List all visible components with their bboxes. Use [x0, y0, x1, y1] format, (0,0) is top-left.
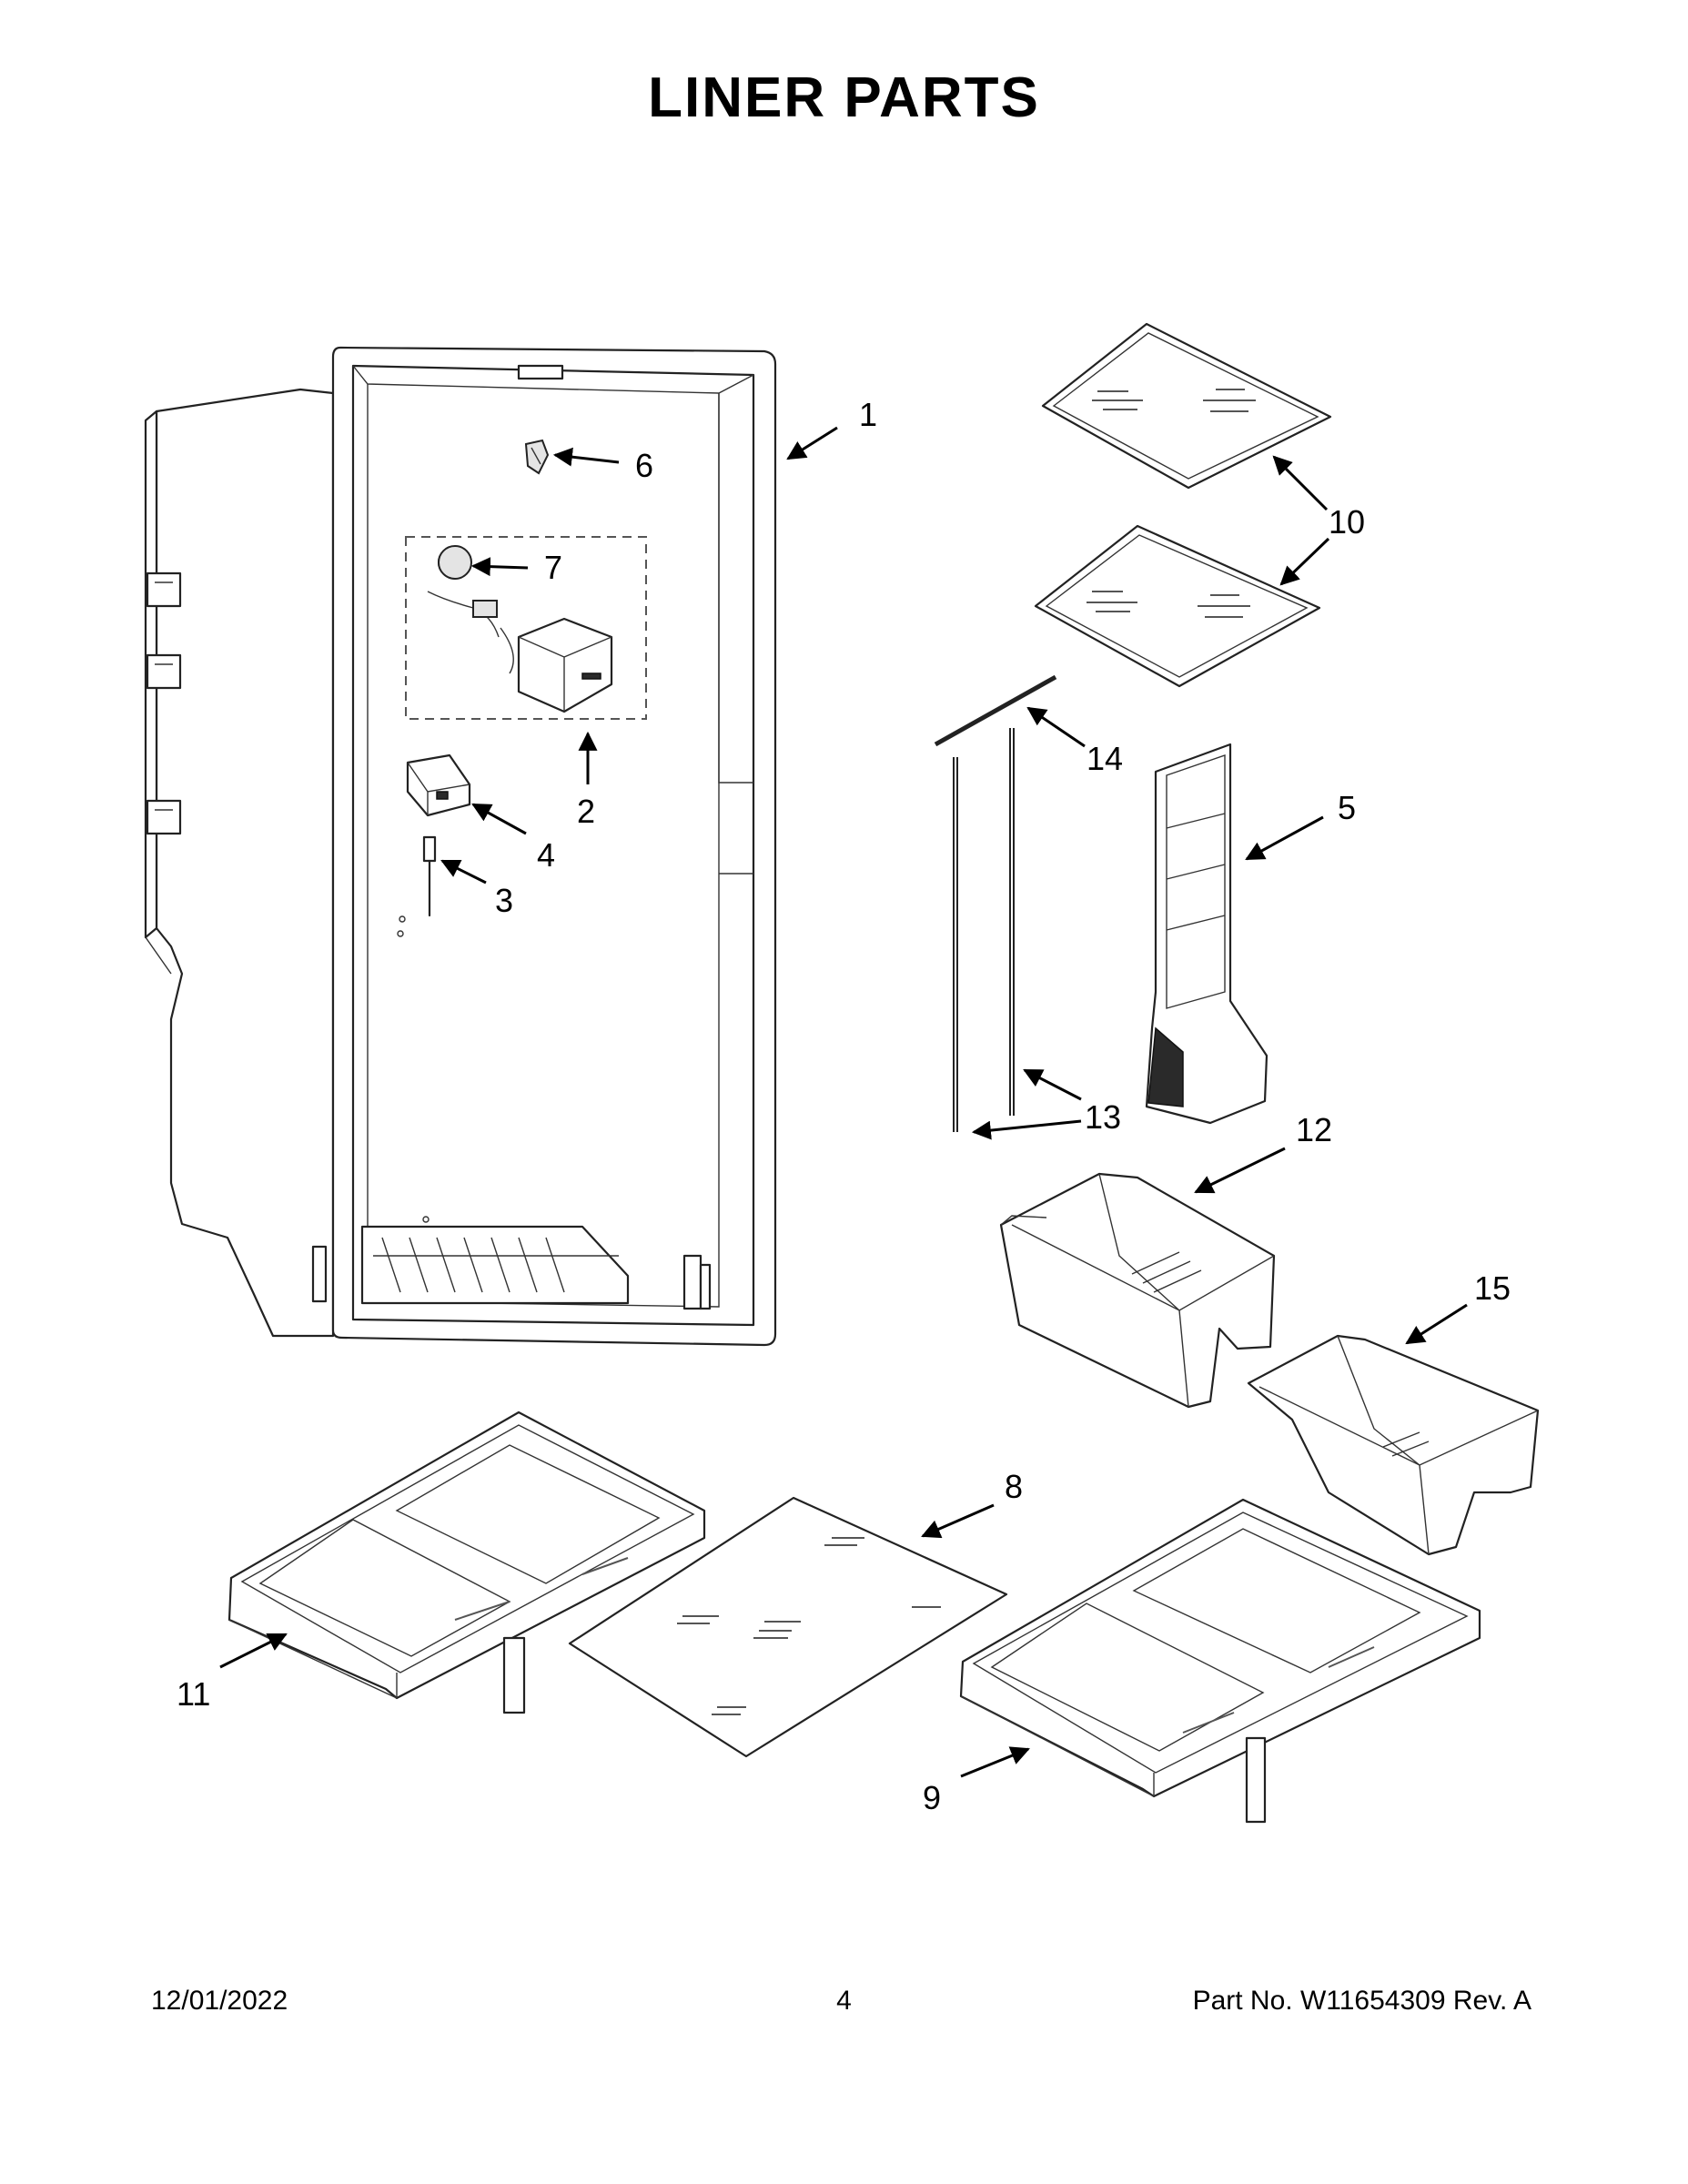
side-wall-tabs [146, 571, 182, 835]
callout-5: 5 [1338, 789, 1356, 826]
part-3-probe [422, 835, 437, 917]
callout-13: 13 [1085, 1098, 1121, 1136]
part-4-housing [406, 753, 471, 817]
footer-date: 12/01/2022 [151, 1986, 288, 2016]
callout-arrows [219, 426, 1468, 1778]
footer-page-number: 4 [836, 1986, 852, 2016]
part-15-bin [1247, 1334, 1540, 1556]
callout-7: 7 [544, 549, 562, 586]
callout-10: 10 [1329, 503, 1365, 541]
callout-6: 6 [635, 447, 653, 484]
callout-1: 1 [859, 396, 877, 433]
callout-4: 4 [537, 836, 555, 874]
callout-15: 15 [1474, 1269, 1511, 1307]
part-5-panel [1145, 743, 1269, 1125]
part-8-glass [568, 1496, 1008, 1758]
callout-14: 14 [1087, 740, 1123, 777]
part-11-shelf-frame [227, 1410, 706, 1714]
liner-part-1 [144, 346, 777, 1347]
part-6-bracket [524, 439, 550, 475]
page-title: LINER PARTS [648, 66, 1040, 129]
callout-3: 3 [495, 882, 513, 919]
callout-labels: 1 6 7 2 4 3 10 14 5 13 12 15 8 11 9 [177, 396, 1511, 1816]
part-14-rod [934, 674, 1057, 747]
callout-9: 9 [923, 1779, 941, 1816]
callout-11: 11 [177, 1675, 210, 1713]
callout-2: 2 [577, 793, 595, 830]
part-10-shelf-lower [1034, 524, 1321, 688]
part-7-knob [438, 545, 472, 580]
part-10-shelf-upper [1041, 322, 1332, 490]
callout-8: 8 [1005, 1468, 1023, 1505]
part-13-rods [953, 728, 1015, 1132]
callout-12: 12 [1296, 1111, 1332, 1148]
liner-floor-ribs [360, 1225, 630, 1305]
part-12-bin [999, 1172, 1276, 1409]
footer-part-number: Part No. W11654309 Rev. A [1192, 1986, 1531, 2016]
part-9-shelf-frame [959, 1498, 1481, 1824]
